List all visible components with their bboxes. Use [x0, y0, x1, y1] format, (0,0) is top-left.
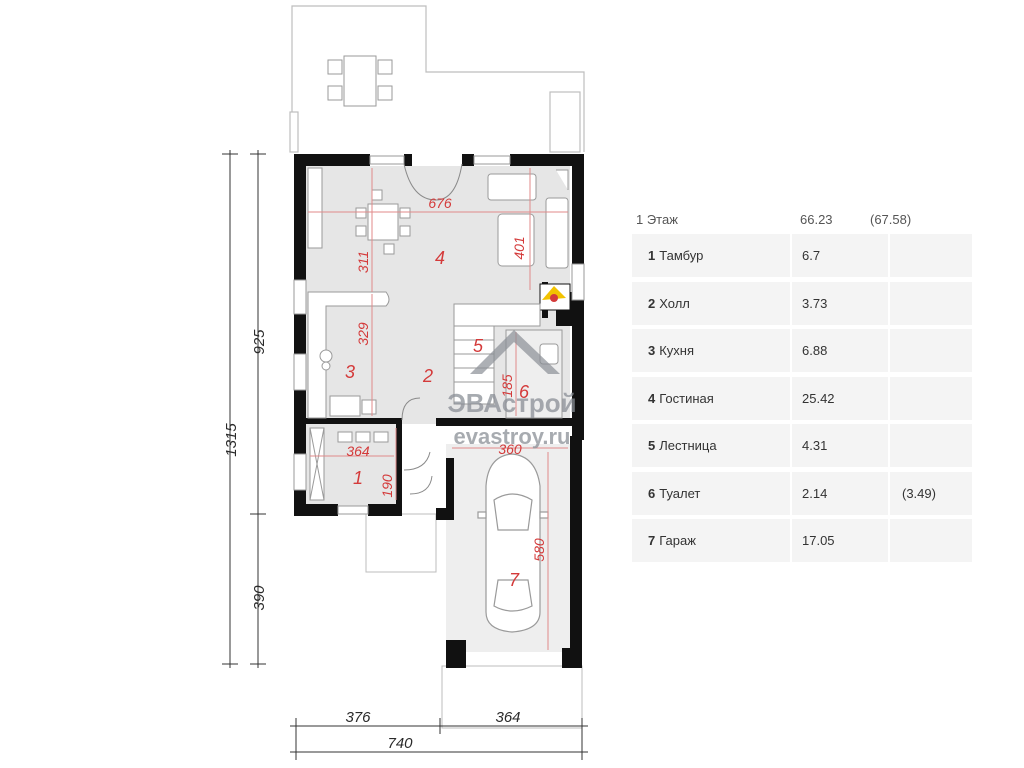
room-number-6: 6	[519, 382, 530, 402]
room-number: 2	[648, 295, 656, 311]
room-area-cell: 17.05	[792, 519, 888, 563]
room-dim-676: 676	[428, 195, 452, 211]
watermark-house-icon	[470, 330, 560, 374]
room-area-cell: 25.42	[792, 376, 888, 420]
room-number-7: 7	[509, 570, 520, 590]
room-number-4: 4	[435, 248, 445, 268]
room-area-alt-cell	[890, 329, 972, 373]
watermark-site: evastroy.ru	[454, 424, 571, 449]
area-table-header: 1 Этаж 66.23 (67.58)	[632, 206, 984, 232]
dim-right-width: 364	[495, 709, 520, 726]
room-number: 6	[648, 485, 656, 501]
doors	[401, 163, 463, 495]
watermark: ЭВАстрой evastroy.ru	[447, 330, 577, 449]
room-name: Гостиная	[659, 390, 714, 406]
windows	[293, 155, 585, 515]
kitchen	[307, 167, 390, 419]
porch	[365, 513, 437, 573]
floor-area-total: 66.23	[800, 211, 833, 227]
dining-table	[355, 189, 411, 255]
dim-total-height: 1315	[223, 423, 240, 457]
room-name: Лестница	[659, 438, 717, 454]
terrace-table	[327, 55, 393, 107]
room-area-alt-cell	[890, 376, 972, 420]
dim-upper-height: 925	[251, 329, 268, 355]
terrace	[289, 5, 585, 153]
room-number: 1	[648, 248, 656, 264]
room-area-alt-cell	[890, 281, 972, 325]
walls	[294, 154, 584, 668]
vestibule-closet	[309, 427, 389, 501]
room-number-3: 3	[345, 362, 355, 382]
room-dimension-lines	[308, 168, 568, 650]
floor-label: 1 Этаж	[636, 211, 678, 227]
room-number: 7	[648, 533, 656, 549]
room-number: 3	[648, 343, 656, 359]
living-furniture	[487, 169, 569, 269]
room-area-alt-cell	[890, 519, 972, 563]
room-dim-364: 364	[346, 443, 370, 459]
room-area-cell: 4.31	[792, 424, 888, 468]
room-area-cell: 2.14	[792, 471, 888, 515]
room-area-alt-cell: (3.49)	[890, 471, 972, 515]
room-number-1: 1	[353, 468, 363, 488]
room-dim-185: 185	[499, 374, 515, 398]
floor-area-alt: (67.58)	[870, 211, 912, 227]
room-dim-190: 190	[379, 474, 395, 498]
car	[477, 453, 549, 633]
room-dim-360: 360	[498, 441, 522, 457]
room-area-alt-cell	[890, 424, 972, 468]
room-name: Кухня	[659, 343, 695, 359]
watermark-brand: ЭВАстрой	[447, 388, 576, 418]
fireplace	[539, 283, 571, 311]
room-dim-580: 580	[531, 538, 547, 562]
room-number-2: 2	[422, 366, 433, 386]
room-name: Туалет	[659, 485, 701, 501]
room-area-alt-cell	[890, 234, 972, 278]
room-number-5: 5	[473, 336, 484, 356]
room-name: Гараж	[659, 533, 696, 549]
room-number: 5	[648, 438, 656, 454]
room-number: 4	[648, 390, 656, 406]
dimension-lines	[222, 150, 588, 760]
room-dim-311: 311	[355, 251, 371, 273]
room-dim-401: 401	[511, 236, 527, 259]
dim-left-width: 376	[345, 709, 371, 726]
floor-plan: 1315 925 390 376 364 740 676 401 311 329…	[222, 5, 588, 760]
room-name: Тамбур	[659, 248, 704, 264]
room-dim-329: 329	[355, 322, 371, 346]
room-name: Холл	[659, 295, 690, 311]
dim-total-width: 740	[387, 735, 413, 752]
room-area-cell: 6.7	[792, 234, 888, 278]
dim-lower-height: 390	[251, 585, 268, 611]
room-area-cell: 6.88	[792, 329, 888, 373]
room-area-cell: 3.73	[792, 281, 888, 325]
driveway	[441, 665, 583, 729]
